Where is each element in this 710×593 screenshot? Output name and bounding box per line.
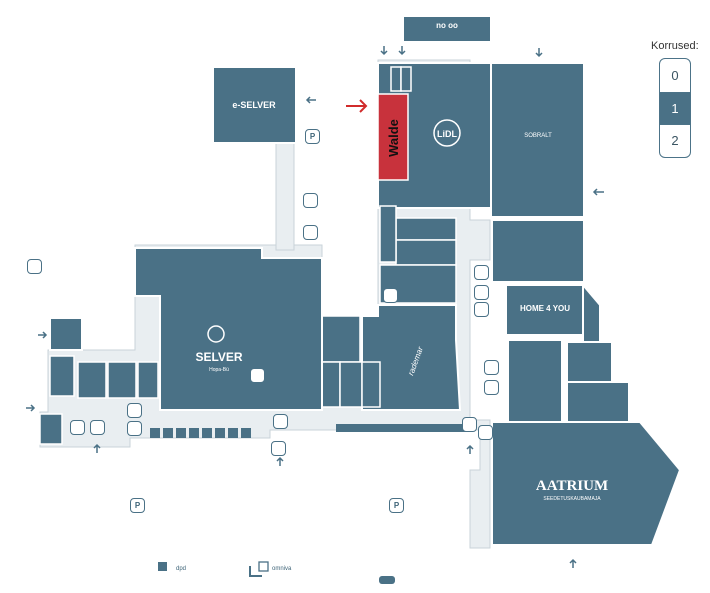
corridor-spine — [275, 139, 295, 251]
store-waide-highlight[interactable] — [377, 93, 409, 181]
unit-right-1 — [491, 219, 585, 283]
store-nooto[interactable] — [402, 15, 492, 43]
baby-icon[interactable] — [474, 302, 489, 317]
unit-right-2 — [566, 341, 613, 383]
unit-bottom — [215, 428, 225, 438]
toilet-icon[interactable] — [90, 420, 105, 435]
accessibility-icon[interactable] — [70, 420, 85, 435]
stairs-icon[interactable] — [484, 360, 499, 375]
unit-bottom — [163, 428, 173, 438]
bus-icon[interactable] — [27, 259, 42, 274]
floor-2-button[interactable]: 2 — [660, 124, 690, 157]
unit-bottom — [228, 428, 238, 438]
unit-mid-4 — [379, 205, 397, 263]
floor-1-button[interactable]: 1 — [660, 91, 690, 125]
unit-right-3 — [566, 381, 630, 423]
unit-bottom — [202, 428, 212, 438]
floor-0-button[interactable]: 0 — [671, 67, 679, 83]
store-waide-label: Walde — [386, 119, 401, 157]
store-lidl-label: LiDL — [437, 129, 457, 139]
store-eselver-label: e-SELVER — [232, 100, 276, 110]
svg-text:dpd: dpd — [176, 566, 186, 572]
unit-bottom-strip — [336, 424, 466, 432]
unit-mid-5 — [321, 315, 361, 363]
cart-icon[interactable] — [250, 368, 265, 383]
unit-bottom — [241, 428, 251, 438]
unit-small — [390, 66, 402, 92]
unit-bottom — [150, 428, 160, 438]
unit-bottom — [176, 428, 186, 438]
legend-omniva: omniva — [249, 561, 292, 577]
unit-mid-8 — [339, 361, 363, 408]
unit-right-angle — [582, 282, 601, 343]
unit-mid-2 — [395, 239, 457, 266]
entrance-arrows — [26, 46, 604, 568]
unit-left-3 — [77, 361, 107, 399]
store-unit-right-4 — [507, 339, 563, 423]
unit-left-2 — [49, 355, 75, 397]
stairs-icon[interactable] — [484, 380, 499, 395]
stairs-icon[interactable] — [127, 403, 142, 418]
legend-dpd: dpd — [158, 562, 186, 572]
stairs-icon[interactable] — [462, 417, 477, 432]
store-selver[interactable] — [134, 247, 323, 411]
unit-left-4 — [107, 361, 137, 399]
store-nooto-label: no oo — [436, 21, 458, 30]
svg-text:omniva: omniva — [272, 566, 292, 572]
store-selver-label: SELVER — [195, 350, 242, 364]
unit-bottom — [189, 428, 199, 438]
store-aatrium-label: AATRIUM — [536, 478, 608, 494]
unit-left-6 — [39, 413, 63, 445]
store-rademar[interactable] — [322, 304, 462, 411]
red-pointer-arrow-icon — [346, 99, 368, 113]
unit-mid-9 — [361, 361, 381, 408]
store-eselver[interactable] — [212, 66, 297, 144]
parking-icon[interactable]: P — [389, 498, 404, 513]
store-aatrium[interactable] — [491, 421, 682, 546]
escalator-icon[interactable] — [474, 285, 489, 300]
lidl-logo-icon — [433, 119, 461, 147]
store-selver-sub: Hopa-Bü — [209, 367, 229, 373]
unit-left-5 — [137, 361, 159, 399]
selver-cart-icon — [207, 325, 225, 343]
stairs-icon[interactable] — [127, 421, 142, 436]
people-icon[interactable] — [383, 288, 398, 303]
car-icon — [379, 576, 395, 584]
unit-left-1 — [49, 317, 83, 351]
unit-small — [400, 66, 412, 92]
parking-icon[interactable]: P — [130, 498, 145, 513]
info-icon[interactable] — [478, 425, 493, 440]
store-sobralt-label: SOBRALT — [524, 133, 552, 139]
store-home4you-label: HOME 4 YOU — [520, 304, 570, 313]
stairs-icon[interactable] — [273, 414, 288, 429]
parking-icon[interactable]: P — [305, 129, 320, 144]
unit-mid-1 — [395, 217, 457, 241]
toilet-icon[interactable] — [271, 441, 286, 456]
store-sobralt[interactable] — [490, 62, 585, 218]
toilet-icon[interactable] — [303, 193, 318, 208]
floors-title: Korrused: — [651, 40, 699, 52]
escalator-icon[interactable] — [474, 265, 489, 280]
store-aatrium-sub: SEEDETUSKAUBAMAJA — [543, 496, 601, 502]
floor-selector: 0 1 2 — [659, 58, 691, 158]
toilet-icon[interactable] — [303, 225, 318, 240]
store-home4you[interactable] — [505, 284, 584, 336]
